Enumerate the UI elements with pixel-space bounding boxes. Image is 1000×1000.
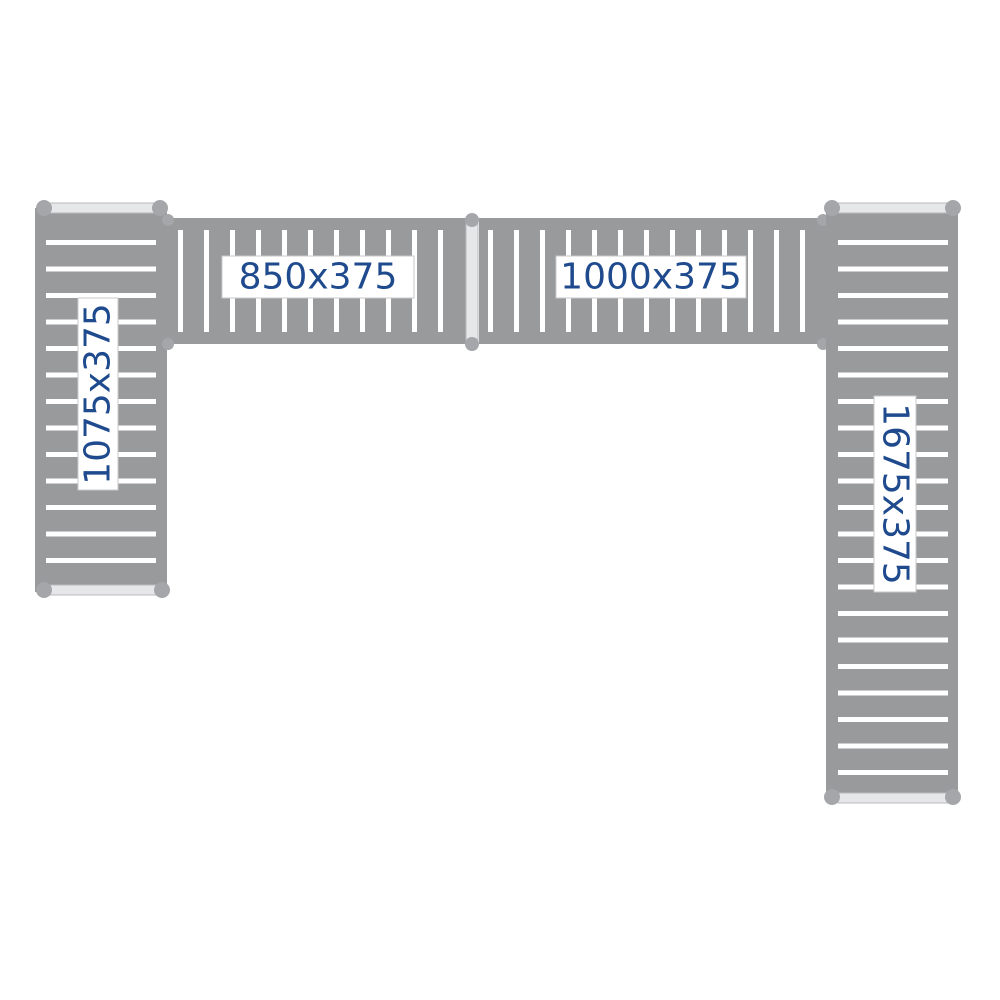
slat-gap [838, 372, 948, 378]
corner-post [945, 200, 961, 216]
dimension-label-bg [555, 255, 747, 299]
joint-post [465, 337, 479, 351]
slat-gap [838, 770, 948, 775]
slat-gap [838, 690, 948, 696]
slat-gap [438, 230, 443, 332]
end-rail-top [44, 202, 158, 214]
slat-gap [838, 240, 948, 245]
end-rail-bottom [44, 584, 158, 596]
joint-post [162, 214, 174, 226]
dimension-label: 1000x375 [560, 257, 742, 298]
corner-post [36, 200, 52, 216]
module-850x375: 850x375 [167, 218, 469, 344]
slat-gap [46, 293, 156, 298]
end-rail-top [837, 202, 951, 214]
slat-gap [838, 293, 948, 298]
slat-gap [838, 266, 948, 272]
slat-gap [46, 266, 156, 272]
slat-gap [540, 230, 545, 332]
slat-gap [800, 230, 805, 332]
slat-gap [774, 230, 779, 332]
slat-gap [838, 319, 948, 325]
slat-gap [838, 664, 948, 669]
corner-post [824, 789, 840, 805]
slat-gap [488, 230, 493, 332]
slat-gap [46, 240, 156, 245]
end-rail-bottom [837, 792, 951, 804]
dimension-label-bg [873, 395, 917, 593]
corner-post [36, 582, 52, 598]
slat-gap [838, 346, 948, 351]
slat-gap [46, 558, 156, 563]
slat-gap [838, 637, 948, 643]
slat-gap [46, 505, 156, 510]
dimension-label-bg [221, 255, 415, 299]
joint-rail [465, 221, 479, 341]
corner-post [152, 200, 168, 216]
joint-post [162, 338, 174, 350]
dimension-label: 1675x375 [875, 403, 916, 585]
module-1075x375: 1075x375 [35, 200, 170, 598]
dimension-label: 1075x375 [78, 303, 119, 485]
dimension-label-bg [77, 297, 119, 491]
dimension-label: 850x375 [239, 257, 398, 298]
joint-post [465, 213, 479, 227]
slat-gap [838, 717, 948, 722]
slat-gap [748, 230, 753, 332]
slat-gap [46, 531, 156, 537]
corner-post [945, 789, 961, 805]
slat-gap [514, 230, 519, 332]
slat-gap [204, 230, 209, 332]
module-1000x375: 1000x375 [479, 218, 827, 344]
corner-post [824, 200, 840, 216]
slat-gap [178, 230, 183, 332]
corner-post [154, 582, 170, 598]
module-1675x375: 1675x375 [824, 200, 961, 805]
slat-gap [838, 743, 948, 749]
slat-gap [838, 611, 948, 616]
